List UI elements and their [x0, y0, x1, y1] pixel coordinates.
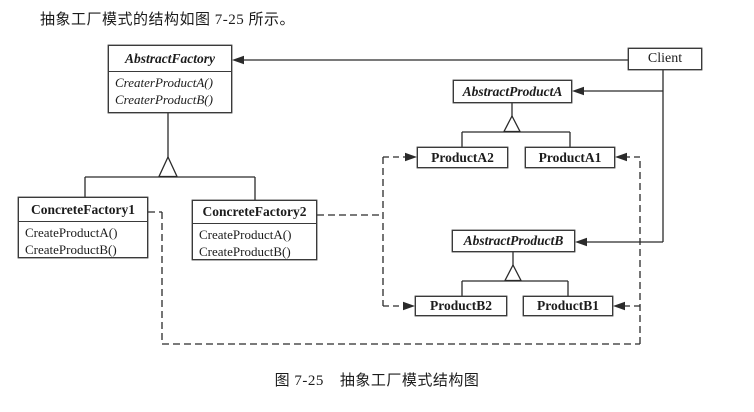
class-name-abstract-product-b: AbstractProductB: [463, 233, 564, 248]
method-label: CreateProductB(): [199, 244, 291, 259]
class-name-product-a1: ProductA1: [538, 149, 602, 165]
client-to-abstractfactory-arrow: [232, 55, 628, 65]
client-to-abstractproducta-arrow: [572, 86, 663, 96]
method-label: CreateProductA(): [199, 227, 292, 242]
abstract-factory-methods: CreaterProductA() CreaterProductB(): [109, 72, 231, 108]
class-name-client: Client: [647, 51, 683, 66]
class-box-abstract-product-a: AbstractProductA: [453, 80, 572, 103]
concrete-factory1-methods: CreateProductA() CreateProductB(): [19, 222, 147, 258]
figure-caption: 图 7-25 抽象工厂模式结构图: [0, 369, 754, 390]
class-box-concrete-factory2: ConcreteFactory2 CreateProductA() Create…: [192, 200, 317, 260]
class-box-product-b2: ProductB2: [415, 296, 507, 316]
method-label: CreaterProductA(): [115, 75, 213, 90]
class-box-product-a2: ProductA2: [417, 147, 508, 168]
dependency-arrow-to-productb1: [613, 301, 640, 311]
dependency-arrow-to-producta1: [615, 152, 640, 162]
class-name-product-b2: ProductB2: [429, 298, 492, 313]
class-box-client: Client: [628, 48, 702, 70]
class-name-product-b1: ProductB1: [536, 298, 599, 313]
class-box-product-a1: ProductA1: [525, 147, 615, 168]
class-name-concrete-factory1: ConcreteFactory1: [19, 198, 147, 222]
method-label: CreateProductA(): [25, 225, 118, 240]
dependency-arrow-to-producta2: [383, 152, 417, 162]
method-label: CreateProductB(): [25, 242, 117, 257]
class-box-abstract-product-b: AbstractProductB: [452, 230, 575, 252]
factory-generalization-lines: [84, 113, 256, 200]
class-name-product-a2: ProductA2: [431, 149, 494, 165]
class-name-abstract-product-a: AbstractProductA: [462, 83, 563, 99]
concrete-factory2-methods: CreateProductA() CreateProductB(): [193, 224, 316, 260]
concretefactory1-dependency-rail: [148, 157, 641, 345]
dependency-arrow-to-productb2: [383, 301, 415, 311]
client-to-abstractproductb-arrow: [575, 237, 663, 247]
concretefactory2-dependency-rail: [317, 157, 384, 306]
figure-caption-title: 抽象工厂模式结构图: [339, 373, 480, 389]
productb-generalization-lines: [461, 252, 569, 296]
producta-generalization-lines: [461, 103, 571, 147]
class-box-product-b1: ProductB1: [523, 296, 613, 316]
class-name-concrete-factory2: ConcreteFactory2: [193, 201, 316, 224]
class-box-concrete-factory1: ConcreteFactory1 CreateProductA() Create…: [18, 197, 148, 258]
figure-caption-label: 图 7-25: [274, 373, 324, 389]
class-name-abstract-factory: AbstractFactory: [109, 46, 231, 72]
class-box-abstract-factory: AbstractFactory CreaterProductA() Create…: [108, 45, 232, 113]
intro-text: 抽象工厂模式的结构如图 7-25 所示。: [40, 12, 295, 28]
method-label: CreaterProductB(): [115, 92, 213, 107]
